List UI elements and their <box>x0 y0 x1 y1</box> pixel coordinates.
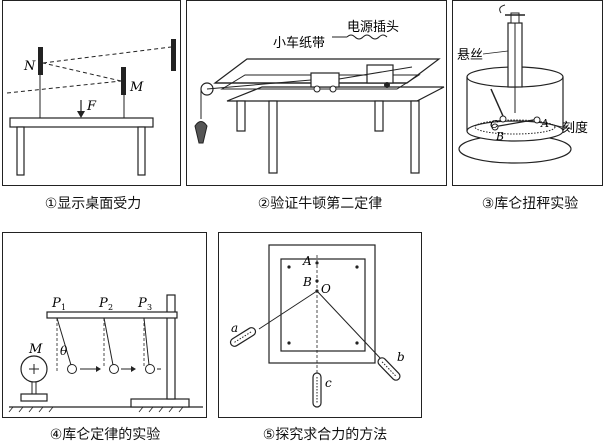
label-scale: 刻度 <box>562 120 588 136</box>
mirror-n <box>38 47 43 75</box>
desk-force-diagram: N M F <box>6 39 176 176</box>
label-a: A <box>540 117 549 130</box>
stand-pole <box>166 294 176 400</box>
label-p2: P <box>98 296 108 311</box>
caption-panel-3: ③库仑扭秤实验 <box>481 196 579 212</box>
newton-diagram: 小车纸带 电源插头 <box>194 20 445 174</box>
label-c: C <box>490 118 499 131</box>
table-leg-left <box>16 126 25 176</box>
table-leg-right <box>137 126 146 176</box>
label-p3: P <box>137 296 147 311</box>
label-spring-c: c <box>325 376 332 390</box>
label-o: O <box>321 282 331 296</box>
label-p1-sub: 1 <box>61 303 66 312</box>
light-path <box>6 46 172 94</box>
spring-balance-c <box>312 372 322 408</box>
panel-force-composition: A B O a b c <box>218 232 422 418</box>
caption-panel-4: ④库仑定律的实验 <box>49 427 161 443</box>
crossbar <box>46 311 178 319</box>
label-f: F <box>86 99 97 114</box>
label-b-mid: B <box>302 275 312 289</box>
label-a-top: A <box>302 254 312 268</box>
label-plug: 电源插头 <box>347 20 399 35</box>
torsion-head-arrow <box>499 4 506 14</box>
ball-3 <box>145 364 155 374</box>
label-theta: θ <box>60 344 68 358</box>
force-arrowhead <box>77 111 85 118</box>
spring-balance-b <box>377 357 401 381</box>
table-surface <box>226 86 445 102</box>
label-spring-a: a <box>231 321 238 335</box>
panel-coulomb-balance: 悬丝 C B A 刻度 <box>452 0 603 186</box>
stand-base <box>130 398 190 408</box>
caption-panel-5: ⑤探究求合力的方法 <box>262 427 388 443</box>
label-p2-sub: 2 <box>108 303 113 312</box>
spring-balance-a <box>229 327 257 347</box>
hanging-weight <box>194 121 208 144</box>
coulomb-law-diagram: M P 1 P 2 P 3 θ <box>8 294 203 413</box>
label-m: M <box>28 342 43 357</box>
panel-coulomb-law: M P 1 P 2 P 3 θ <box>2 232 207 418</box>
label-p1: P <box>51 296 61 311</box>
paper <box>280 258 366 352</box>
coulomb-balance-diagram: 悬丝 C B A 刻度 <box>457 4 588 164</box>
mirror-m <box>121 67 126 95</box>
caption-panel-1: ①显示桌面受力 <box>44 196 142 212</box>
label-tape: 小车纸带 <box>273 35 325 51</box>
panel-desk-force: N M F <box>2 0 181 186</box>
caption-panel-2: ②验证牛顿第二定律 <box>257 196 383 212</box>
force-composition-diagram: A B O a b c <box>229 244 405 408</box>
label-m: M <box>129 80 144 95</box>
torsion-beam <box>492 118 540 128</box>
label-wire: 悬丝 <box>457 48 483 63</box>
label-b: B <box>495 130 504 143</box>
label-spring-b: b <box>397 350 405 364</box>
screen-right <box>171 39 176 71</box>
scale-ring <box>474 119 556 135</box>
ball-1 <box>67 364 77 374</box>
label-n: N <box>23 59 36 74</box>
label-p3-sub: 3 <box>147 303 152 312</box>
cart <box>310 72 340 88</box>
table-top <box>9 117 154 128</box>
ball-2 <box>109 364 119 374</box>
panel-newton-second-law: 小车纸带 电源插头 <box>186 0 447 186</box>
power-cord <box>346 34 388 40</box>
